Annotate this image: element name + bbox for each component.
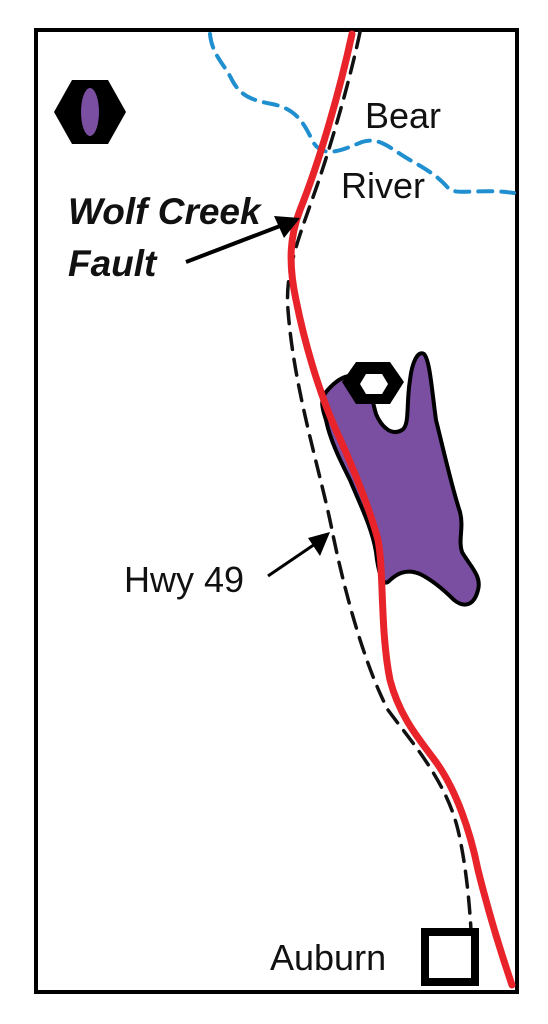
hwy-label-arrow-shaft [267,540,319,578]
hwy-49-line [285,30,474,952]
hexagon-inner-hole [360,374,388,394]
wolf-creek-fault-label-line1: Wolf Creek [68,191,263,232]
wolf-creek-fault-line [287,30,516,989]
auburn-town-icon [421,928,479,986]
hwy-49-label: Hwy 49 [124,559,244,600]
fault-label-arrow-shaft [185,224,281,264]
auburn-label: Auburn [270,937,386,978]
fault-label-arrow-head [274,216,300,238]
bear-river-label-line1: Bear [365,95,441,136]
purple-rock-body [320,351,481,607]
wolf-creek-fault-label-line2: Fault [68,243,158,284]
bear-river-line [208,32,516,195]
purple-lens-icon [81,88,99,136]
bear-river-label-line2: River [341,165,425,206]
hwy-label-arrow-head [308,532,330,556]
